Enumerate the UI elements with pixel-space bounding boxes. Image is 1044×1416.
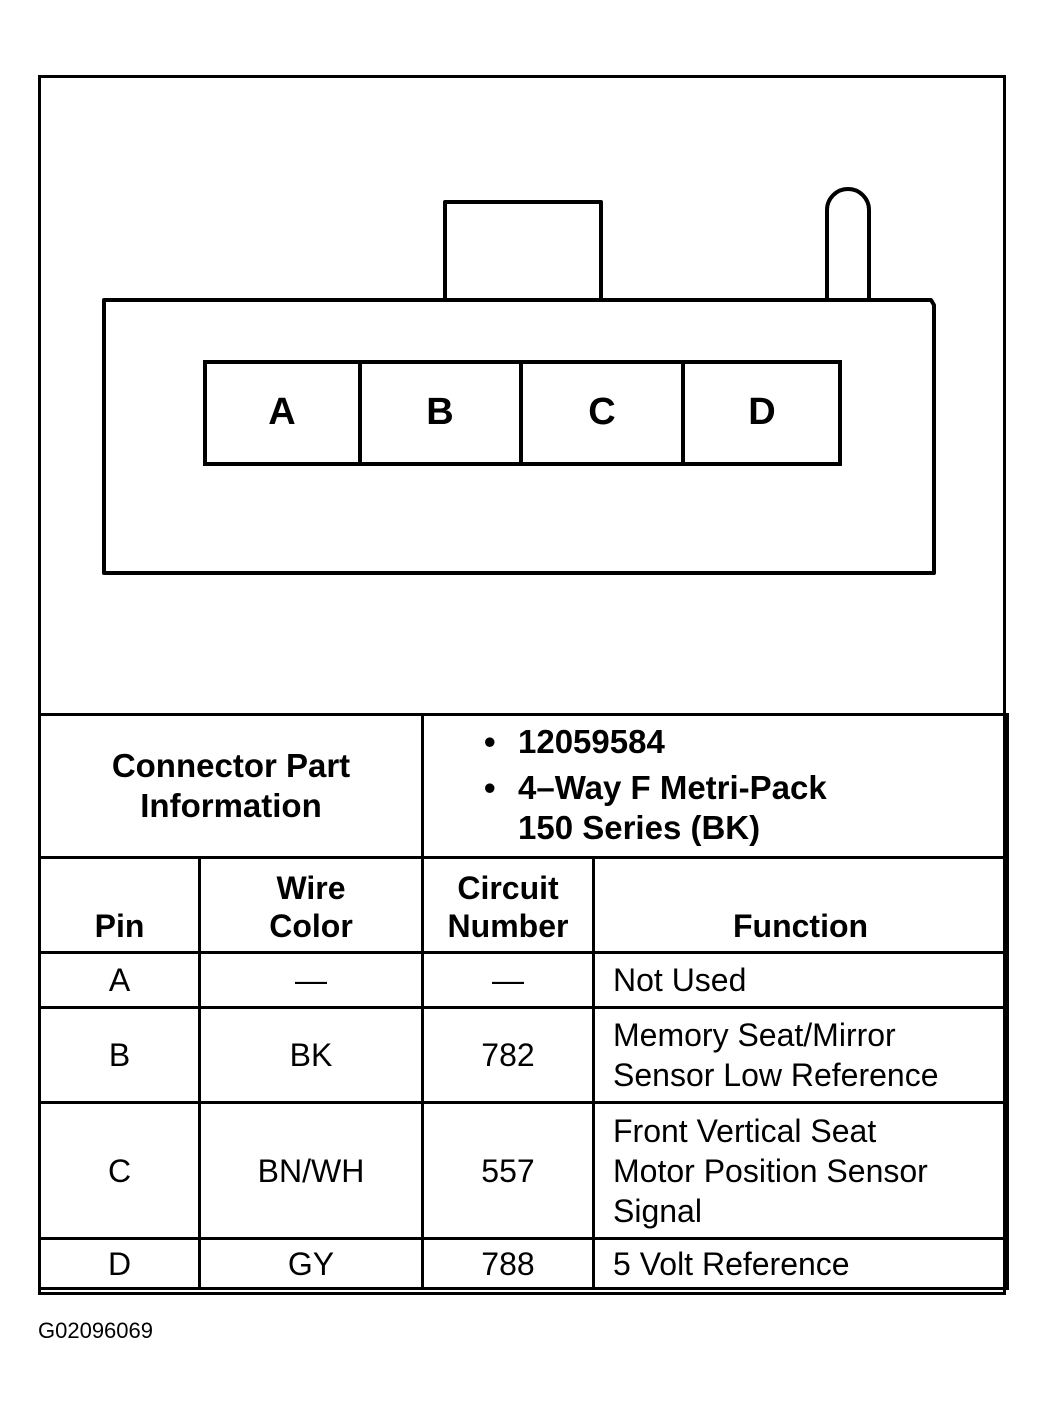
connector-info-table: Connector Part Information 12059584 4–Wa… xyxy=(38,713,1010,1290)
circuit-cell: 557 xyxy=(421,1101,595,1240)
connector-body xyxy=(102,187,936,575)
wire-color-cell: BN/WH xyxy=(198,1101,424,1240)
pin-cell: C xyxy=(38,1101,201,1240)
cavity-label-b: B xyxy=(426,391,453,433)
wire-color-cell: GY xyxy=(198,1237,424,1290)
part-info-label-line1: Connector Part xyxy=(111,747,351,784)
figure-id: G02096069 xyxy=(38,1318,153,1343)
part-description: 4–Way F Metri-Pack 150 Series (BK) xyxy=(484,768,1006,848)
function-cell: Front Vertical Seat Motor Position Senso… xyxy=(591,1101,1010,1240)
cavity-label-a: A xyxy=(268,391,295,433)
part-number: 12059584 xyxy=(484,722,1006,762)
part-info-values: 12059584 4–Way F Metri-Pack 150 Series (… xyxy=(420,713,1010,859)
cavity-label-d: D xyxy=(748,391,775,433)
part-info-label-line2: Information xyxy=(140,787,322,824)
function-cell: Memory Seat/Mirror Sensor Low Reference xyxy=(591,1006,1010,1104)
circuit-cell: 788 xyxy=(421,1237,595,1290)
pin-cell: A xyxy=(38,951,201,1009)
part-info-row: Connector Part Information 12059584 4–Wa… xyxy=(38,713,1010,859)
connector-diagram: A B C D xyxy=(102,187,936,575)
cavity-row xyxy=(203,360,842,466)
cavity-label-c: C xyxy=(588,391,615,433)
part-description-line2: 150 Series (BK) xyxy=(518,809,761,846)
cavity-d xyxy=(681,360,842,466)
header-pin: Pin xyxy=(38,856,201,954)
diagram-frame xyxy=(38,75,1006,1295)
table-row: C BN/WH 557 Front Vertical Seat Motor Po… xyxy=(38,1101,1010,1240)
part-info-label: Connector Part Information xyxy=(38,713,424,859)
header-row: Pin Wire Color Circuit Number Function xyxy=(38,856,1010,954)
function-cell: Not Used xyxy=(591,951,1010,1009)
table-row: A — — Not Used xyxy=(38,951,1010,1009)
function-cell: 5 Volt Reference xyxy=(591,1237,1010,1290)
table-row: B BK 782 Memory Seat/Mirror Sensor Low R… xyxy=(38,1006,1010,1104)
circuit-cell: 782 xyxy=(421,1006,595,1104)
circuit-cell: — xyxy=(421,951,595,1009)
header-function: Function xyxy=(591,856,1010,954)
pin-cell: B xyxy=(38,1006,201,1104)
part-description-line1: 4–Way F Metri-Pack xyxy=(518,769,827,806)
header-circuit-number: Circuit Number xyxy=(421,856,595,954)
table-row: D GY 788 5 Volt Reference xyxy=(38,1237,1010,1290)
pin-cell: D xyxy=(38,1237,201,1290)
wire-color-cell: BK xyxy=(198,1006,424,1104)
wire-color-cell: — xyxy=(198,951,424,1009)
header-wire-color: Wire Color xyxy=(198,856,424,954)
